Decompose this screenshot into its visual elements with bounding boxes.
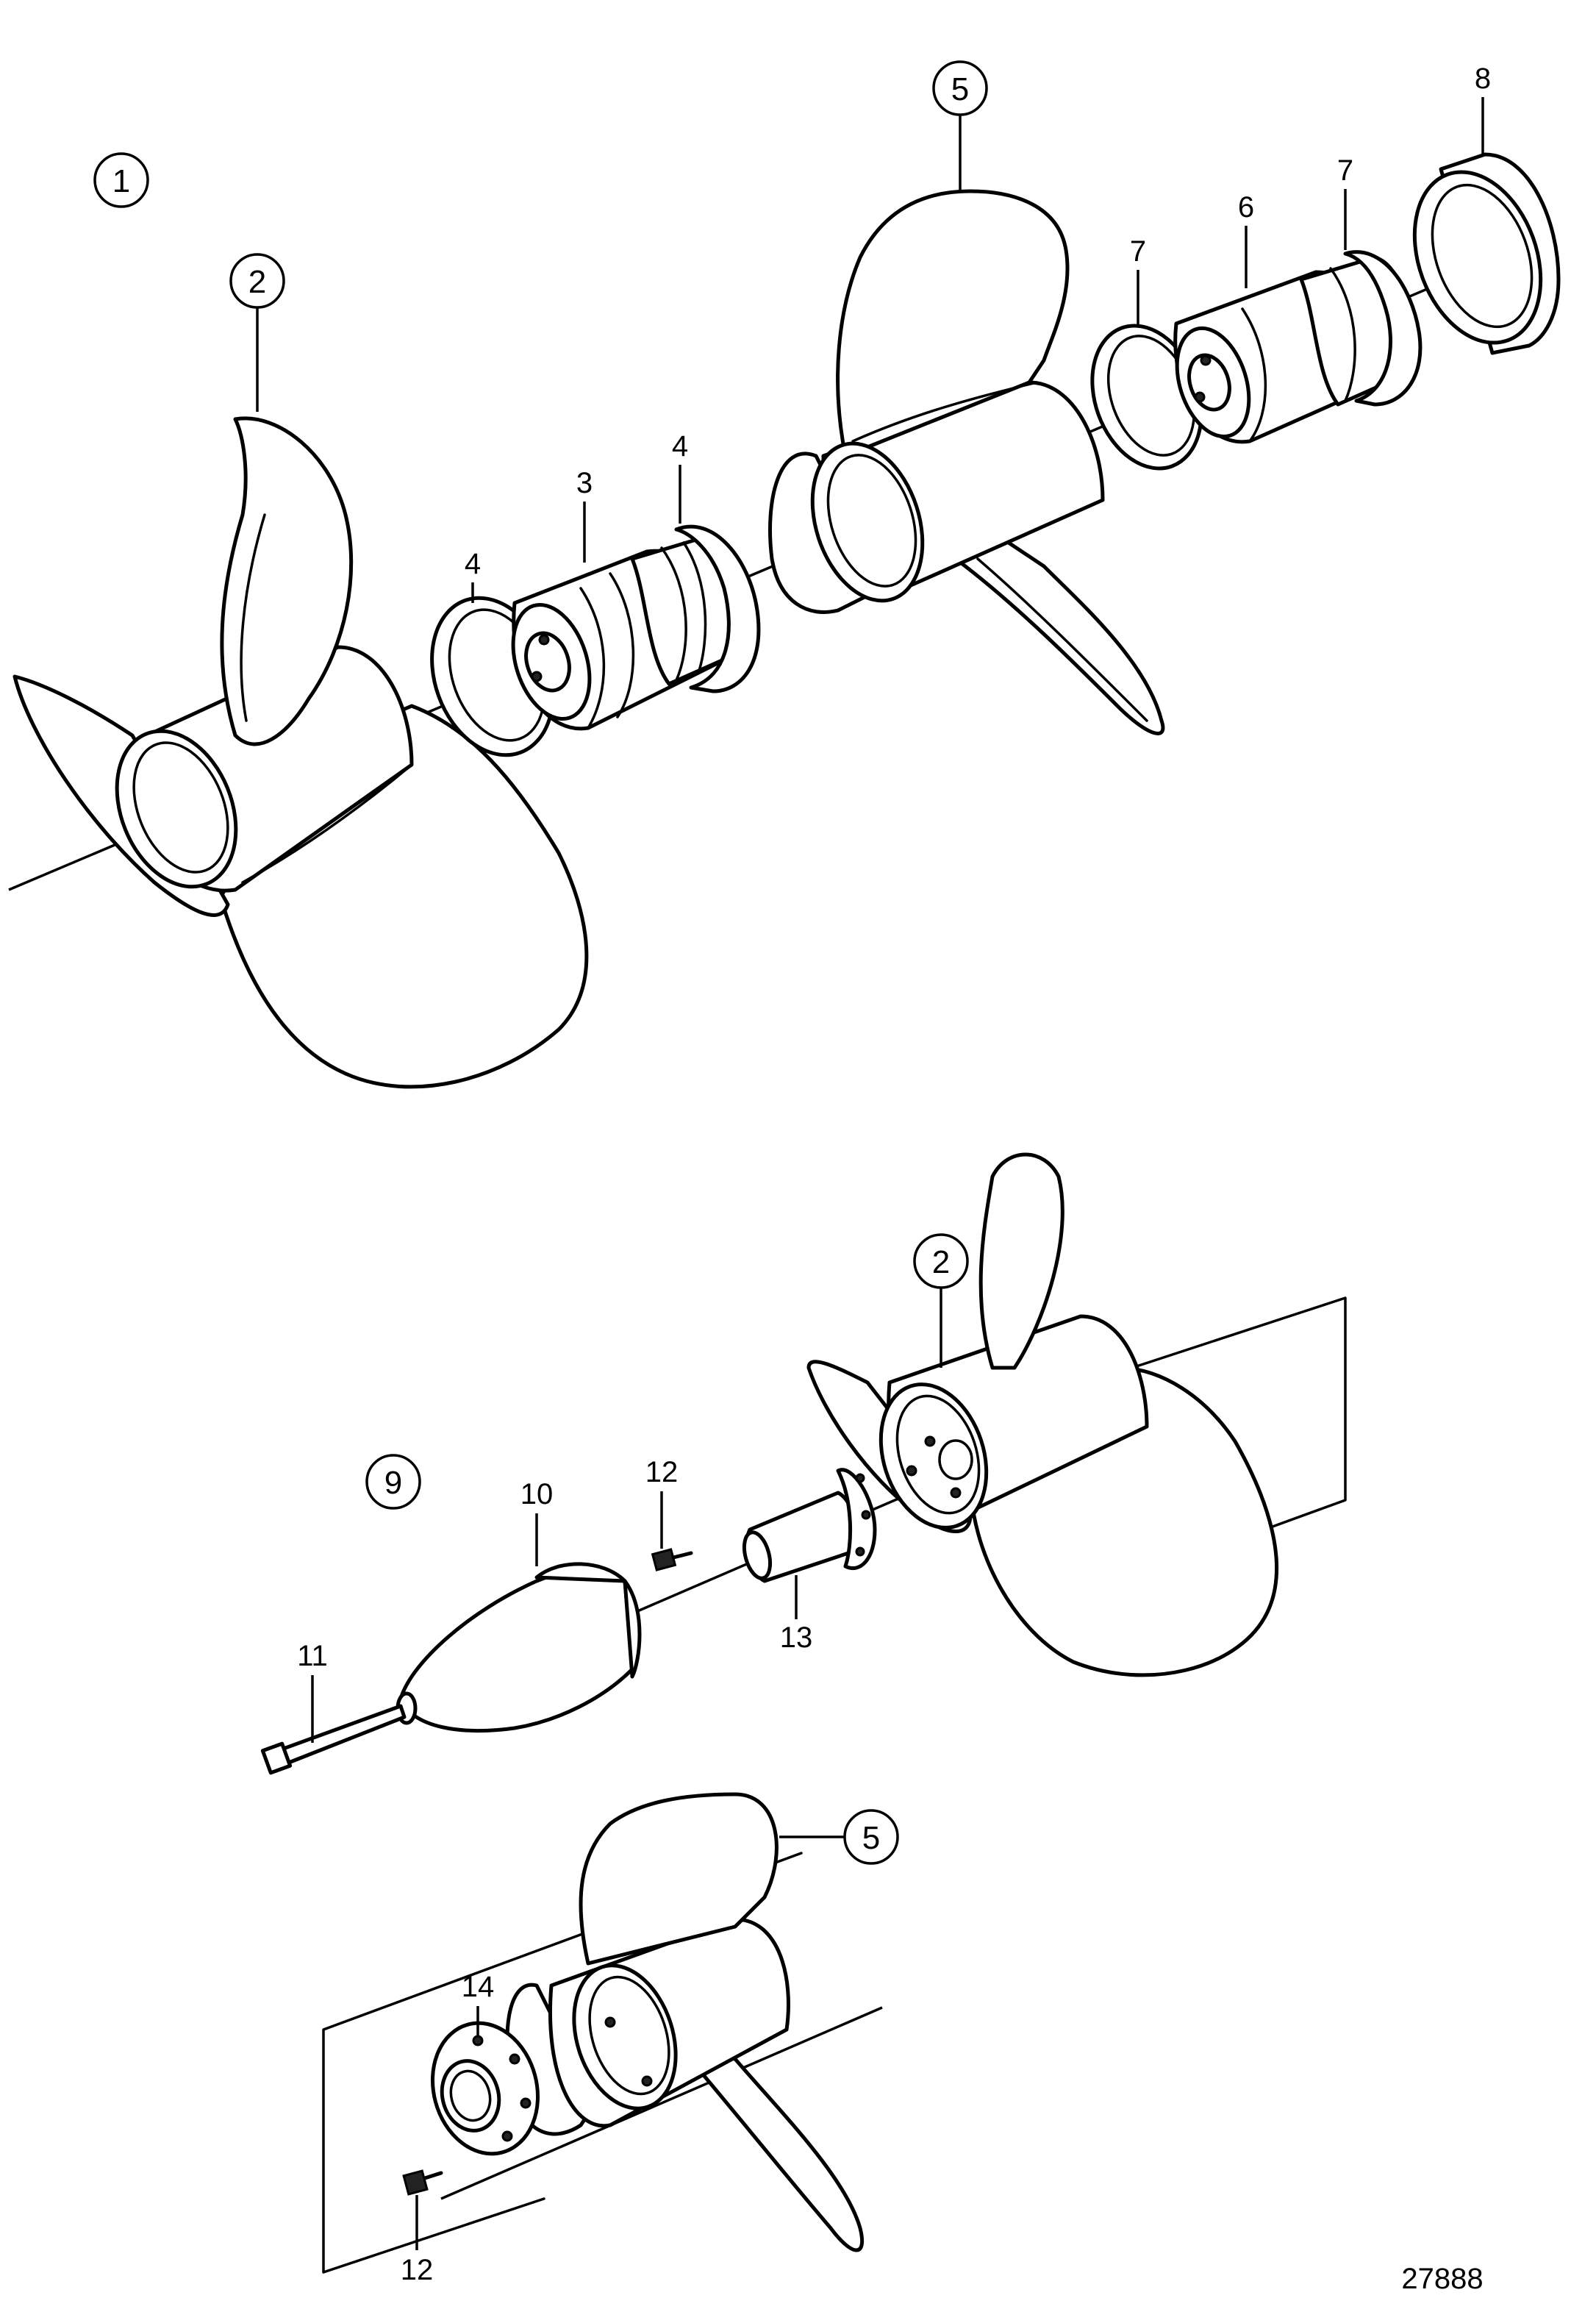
callout-12-bottom: 12 xyxy=(401,2195,434,2286)
ring-7-right xyxy=(1343,250,1423,407)
propeller-5-assembled xyxy=(505,1792,865,2252)
propeller-2-assembled xyxy=(806,1152,1279,1677)
callout-5-bottom: 5 xyxy=(779,1809,899,1865)
callout-14-text: 14 xyxy=(462,1971,495,2003)
callout-3: 3 xyxy=(576,467,593,563)
callout-10-text: 10 xyxy=(520,1478,554,1510)
callout-3-text: 3 xyxy=(576,467,593,499)
callout-12-middle-text: 12 xyxy=(645,1456,679,1488)
bushing-6 xyxy=(1173,255,1412,444)
propeller-2-front xyxy=(12,416,589,1089)
callout-4-left-text: 4 xyxy=(465,548,481,580)
callout-2-middle: 2 xyxy=(913,1233,969,1368)
callout-9-text: 9 xyxy=(384,1465,402,1501)
callout-4-right-text: 4 xyxy=(672,430,688,463)
callout-13-text: 13 xyxy=(780,1621,813,1654)
cone-10 xyxy=(396,1562,642,1733)
bushing-3 xyxy=(511,535,743,731)
screw-12-bottom xyxy=(402,2169,443,2196)
callout-11: 11 xyxy=(297,1640,328,1743)
callout-5-top: 5 xyxy=(932,60,988,190)
callout-14: 14 xyxy=(462,1971,495,2037)
callout-2-middle-text: 2 xyxy=(932,1244,950,1280)
callout-4-right: 4 xyxy=(672,430,688,524)
callout-7-left: 7 xyxy=(1130,235,1146,325)
screw-12-middle xyxy=(651,1548,693,1571)
callout-6: 6 xyxy=(1238,191,1254,288)
callout-5-top-text: 5 xyxy=(951,71,969,107)
figure-number: 27888 xyxy=(1401,2263,1483,2295)
callout-7-right: 7 xyxy=(1337,154,1353,250)
assembly-bracket-bottom xyxy=(322,1852,803,2274)
callout-1: 1 xyxy=(93,152,149,208)
cap-8 xyxy=(1412,152,1561,355)
callout-6-text: 6 xyxy=(1238,191,1254,224)
callout-12-middle: 12 xyxy=(645,1456,679,1549)
flange-14 xyxy=(430,2021,540,2156)
callout-13: 13 xyxy=(780,1575,813,1654)
callout-2-top: 2 xyxy=(229,253,285,412)
callout-7-left-text: 7 xyxy=(1130,235,1146,268)
ring-4-right xyxy=(674,524,761,693)
callout-1-text: 1 xyxy=(112,163,130,199)
callout-11-text: 11 xyxy=(297,1640,328,1672)
callout-12-bottom-text: 12 xyxy=(401,2254,434,2286)
callout-8-text: 8 xyxy=(1475,63,1491,95)
callout-5-bottom-text: 5 xyxy=(862,1820,880,1856)
callout-9: 9 xyxy=(365,1454,421,1510)
callout-8: 8 xyxy=(1475,63,1491,156)
assembly-bracket-middle xyxy=(1131,1296,1347,1531)
callout-4-left: 4 xyxy=(465,548,481,603)
callout-10: 10 xyxy=(520,1478,554,1566)
callout-7-right-text: 7 xyxy=(1337,154,1353,187)
propeller-5-rear xyxy=(768,189,1165,735)
bolt-11 xyxy=(260,1704,407,1775)
shaft-insert-13 xyxy=(742,1468,877,1583)
callout-2-top-text: 2 xyxy=(248,264,266,300)
